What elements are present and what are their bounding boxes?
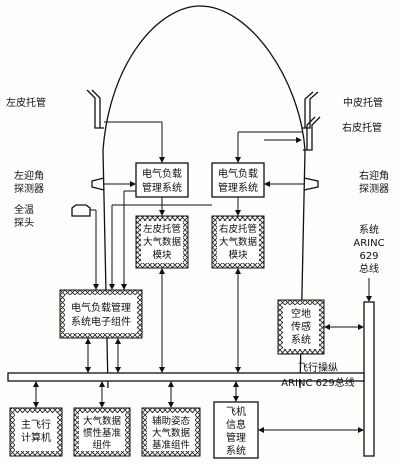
flight-control-arinc-629-bus xyxy=(7,372,365,382)
elms-electronics-box: 电气负载管理 系统电子组件 xyxy=(59,289,143,339)
svg-text:大气数据: 大气数据 xyxy=(83,415,122,427)
total-temp-probe-icon xyxy=(71,204,91,217)
svg-text:飞行操纵: 飞行操纵 xyxy=(298,361,338,374)
elms-left-box: 电气负载 管理系统 xyxy=(135,162,189,198)
system-bus-label: 系统 ARINC 629 总线 xyxy=(353,223,384,275)
left-pitot-probe xyxy=(86,89,104,129)
mid-pitot-probe xyxy=(302,91,319,129)
svg-text:管理系统: 管理系统 xyxy=(218,181,258,194)
svg-text:ARINC 629总线: ARINC 629总线 xyxy=(281,376,354,389)
svg-text:惯性基准: 惯性基准 xyxy=(83,427,122,439)
adiru-box: 大气数据 惯性基准 组件 xyxy=(73,407,131,457)
mid-pitot-label: 中皮托管 xyxy=(343,96,383,109)
right-pitot-label: 右皮托管 xyxy=(342,121,382,134)
svg-text:组件: 组件 xyxy=(92,439,112,451)
svg-text:大气数据: 大气数据 xyxy=(143,236,182,248)
system-arinc-629-bus xyxy=(363,301,375,457)
elms-right-box: 电气负载 管理系统 xyxy=(211,162,265,198)
svg-text:辅助姿态: 辅助姿态 xyxy=(152,415,191,427)
svg-text:右皮托管: 右皮托管 xyxy=(219,223,257,235)
svg-text:电气负载: 电气负载 xyxy=(142,167,182,180)
svg-text:信息: 信息 xyxy=(226,418,246,431)
right-aoa-label: 右迎角 探测器 xyxy=(359,169,389,195)
svg-text:大气数据: 大气数据 xyxy=(152,427,191,439)
svg-text:空地: 空地 xyxy=(291,307,311,320)
svg-text:探测器: 探测器 xyxy=(14,182,44,195)
fuselage-outline xyxy=(102,5,306,389)
svg-text:大气数据: 大气数据 xyxy=(219,236,258,248)
svg-text:总线: 总线 xyxy=(359,262,379,275)
svg-text:电气负载管理: 电气负载管理 xyxy=(71,301,131,314)
svg-text:主飞行: 主飞行 xyxy=(21,418,51,431)
svg-text:系统: 系统 xyxy=(359,223,379,236)
svg-text:电气负载: 电气负载 xyxy=(218,167,258,180)
svg-text:管理系统: 管理系统 xyxy=(142,181,182,194)
svg-text:系统: 系统 xyxy=(226,444,246,457)
svg-text:飞机: 飞机 xyxy=(226,405,246,418)
connections xyxy=(33,121,364,433)
adm-left-box: 左皮托管 大气数据 模块 xyxy=(135,215,189,269)
svg-text:探测器: 探测器 xyxy=(359,182,389,195)
air-ground-sensor-box: 空地 传感 系统 xyxy=(277,299,325,355)
left-aoa-label: 左迎角 探测器 xyxy=(14,169,44,195)
svg-text:传感: 传感 xyxy=(291,320,311,333)
svg-text:计算机: 计算机 xyxy=(21,431,51,444)
svg-text:629: 629 xyxy=(359,251,378,262)
flight-computer-box: 主飞行 计算机 xyxy=(9,407,63,457)
svg-text:系统电子组件: 系统电子组件 xyxy=(71,315,131,328)
svg-text:模块: 模块 xyxy=(228,249,248,261)
svg-text:左迎角: 左迎角 xyxy=(14,169,44,182)
svg-text:管理: 管理 xyxy=(226,431,246,444)
sahru-box: 辅助姿态 大气数据 基准组件 xyxy=(141,407,201,457)
total-temp-label: 全温 探头 xyxy=(14,203,34,229)
right-aoa-vane xyxy=(303,177,319,191)
right-pitot-probe xyxy=(303,116,321,151)
svg-text:基准组件: 基准组件 xyxy=(152,439,191,451)
svg-text:系统: 系统 xyxy=(291,333,311,346)
flight-bus-label: 飞行操纵 ARINC 629总线 xyxy=(281,361,354,389)
svg-text:模块: 模块 xyxy=(152,249,172,261)
svg-text:探头: 探头 xyxy=(14,216,34,229)
svg-text:左皮托管: 左皮托管 xyxy=(143,223,181,235)
left-aoa-vane xyxy=(91,177,105,191)
svg-text:ARINC: ARINC xyxy=(353,238,384,249)
svg-text:右迎角: 右迎角 xyxy=(359,169,389,182)
adm-right-box: 右皮托管 大气数据 模块 xyxy=(211,215,265,269)
aims-box: 飞机 信息 管理 系统 xyxy=(213,401,259,459)
left-pitot-label: 左皮托管 xyxy=(6,96,46,109)
svg-text:全温: 全温 xyxy=(14,203,34,216)
